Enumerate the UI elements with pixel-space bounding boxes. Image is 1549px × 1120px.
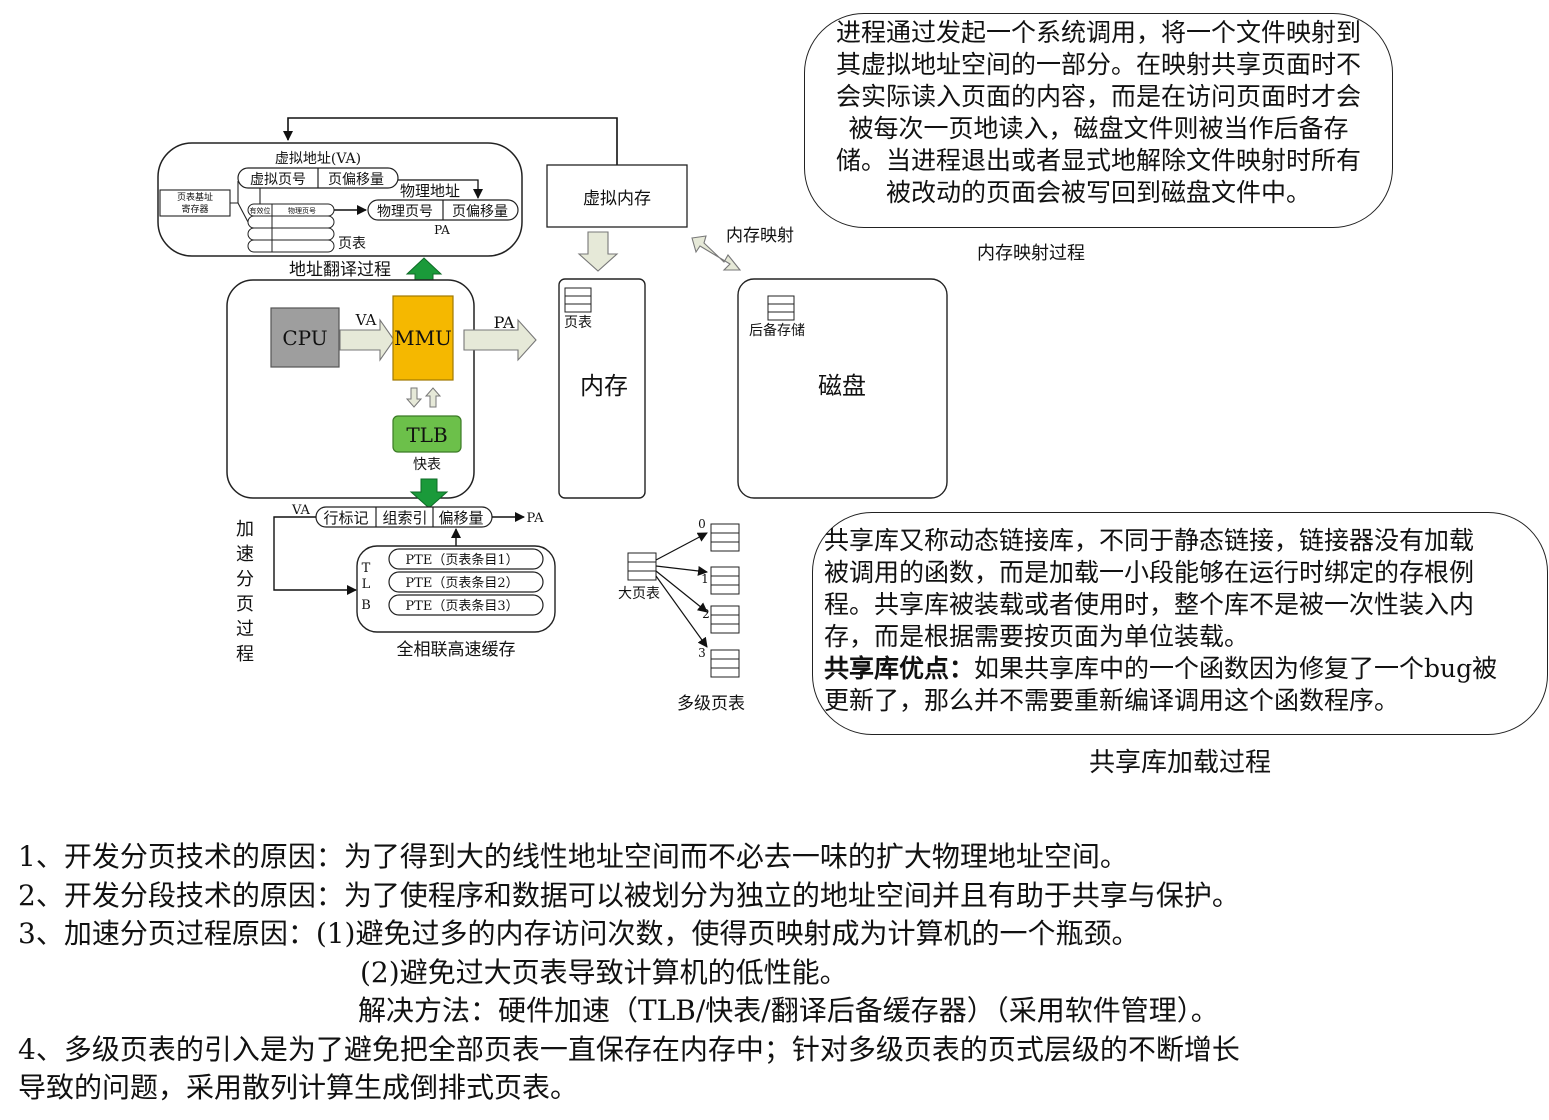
speedup-side-6: 程 [236,644,254,665]
mmap-line-6: 被改动的页面会被写回到磁盘文件中。 [885,178,1311,207]
big-page-table-label: 大页表 [618,586,660,602]
speedup-side-5: 过 [236,619,254,640]
note-3-sub-2: (2)避免过大页表导致计算机的低性能。 [360,955,848,989]
pa-tag: PA [434,223,450,237]
vpn-offset-field: 页偏移量 [328,172,384,188]
mmu-label: MMU [394,326,452,350]
shared-lib-line-4: 存，而是根据需要按页面为单位装载。 [824,622,1250,651]
note-1: 1、开发分页技术的原因：为了得到大的线性地址空间而不必去一味的扩大物理地址空间。 [18,840,1128,873]
speedup-pa: PA [527,511,545,526]
shared-lib-line-1: 共享库又称动态链接库，不同于静态链接，链接器没有加载 [824,526,1475,555]
index-field: 组索引 [382,509,427,527]
shared-lib-note-text: 共享库又称动态链接库，不同于静态链接，链接器没有加载 被调用的函数，而是加载一小… [824,525,1539,717]
mmap-line-5: 储。当进程退出或者显式地解除文件映射时所有 [835,146,1361,175]
va-label-core: VA [355,311,377,329]
mmap-line-4: 被每次一页地读入，磁盘文件则被当作后备存 [848,114,1349,143]
note-4-cont: 导致的问题，采用散列计算生成倒排式页表。 [18,1071,579,1104]
shared-lib-adv-line: 共享库优点：如果共享库中的一个函数因为修复了一个bug被 [824,653,1539,685]
offset-field: 偏移量 [438,509,483,527]
disk-label: 磁盘 [818,372,866,400]
address-translation-title: 地址翻译过程 [289,260,391,280]
pte-entry-3: PTE（页表条目3） [405,598,518,614]
page-table-label: 页表 [338,236,366,252]
speedup-side-4: 页 [236,594,254,615]
tlb-letter-t: T [362,561,371,576]
speedup-side-1: 加 [236,519,254,540]
tlb-speedup: VA 行标记 组索引 偏移量 PA T L B PTE（页表条目1） PTE（页… [236,503,556,665]
multilevel-page-table: 大页表 0 1 2 3 多级页表 [618,517,745,714]
note-3-solution: 解决方法：硬件加速（TLB/快表/翻译后备缓存器）（采用软件管理）。 [358,994,1219,1027]
level2-index-2: 2 [702,607,710,621]
pte-entry-2: PTE（页表条目2） [405,575,518,591]
shared-lib-line-3: 程。共享库被装载或者使用时，整个库不是被一次性装入内 [824,590,1475,619]
shared-lib-adv-line-2: 更新了，那么并不需要重新编译调用这个函数程序。 [824,686,1400,715]
shared-lib-line-2: 被调用的函数，而是加载一小段能够在运行时绑定的存根例 [824,558,1475,587]
shared-lib-adv-text: 如果共享库中的一个函数因为修复了一个bug被 [974,654,1498,683]
note-4: 4、多级页表的引入是为了避免把全部页表一直保存在内存中；针对多级页表的页式层级的… [18,1032,1240,1066]
disk-box: 后备存储 磁盘 [737,278,948,499]
memory-box: 页表 内存 [558,278,646,499]
down-green-arrow [409,478,449,509]
mmap-line-3: 会实际读入页面的内容，而是在访问页面时才会 [835,82,1361,111]
pa-arrow [463,318,537,362]
mmu-box [392,295,454,381]
backing-store-label: 后备存储 [749,322,805,339]
memory-label: 内存 [580,372,628,400]
tlb-label: TLB [406,423,447,447]
feedback-arrow [283,117,618,165]
tlb-box [392,415,462,453]
shared-lib-note [812,512,1548,735]
cpu-box [270,307,340,368]
cpu-label: CPU [282,326,327,350]
mmap-note [804,13,1393,228]
pa-offset-field: 页偏移量 [452,204,508,220]
ptbr-label-2: 寄存器 [181,203,208,215]
ppn-col: 物理页号 [288,206,316,215]
virtual-memory-label: 虚拟内存 [583,189,651,209]
tlb-caption: 快表 [413,457,441,473]
memory-diagram: 虚拟地址(VA) 虚拟页号 页偏移量 页表基址 寄存器 有效位 物理页号 页表 … [157,117,1271,778]
valid-col: 有效位 [250,206,271,215]
address-translation-panel: 虚拟地址(VA) 虚拟页号 页偏移量 页表基址 寄存器 有效位 物理页号 页表 … [157,142,523,257]
ppn-field: 物理页号 [377,204,433,220]
level2-index-0: 0 [698,517,706,531]
memory-page-table: 页表 [564,315,592,331]
pte-entry-1: PTE（页表条目1） [405,552,518,568]
mmap-note-text: 进程通过发起一个系统调用，将一个文件映射到 其虚拟地址空间的一部分。在映射共享页… [804,17,1393,209]
ptbr-label-1: 页表基址 [177,191,213,203]
level2-index-1: 1 [701,572,709,586]
tag-field: 行标记 [323,509,368,527]
mmap-arrow-label: 内存映射 [726,226,794,246]
speedup-side-3: 分 [236,569,254,590]
mmap-line-1: 进程通过发起一个系统调用，将一个文件映射到 [835,18,1361,47]
mmap-arrow [691,235,742,271]
virtual-memory-box [546,164,688,228]
note-2: 2、开发分段技术的原因：为了使程序和数据可以被划分为独立的地址空间并且有助于共享… [18,878,1240,912]
core-block: CPU VA MMU TLB 快表 [226,279,475,499]
speedup-va: VA [291,503,311,518]
vm-down-arrow [577,231,619,272]
shared-lib-caption: 共享库加载过程 [1089,748,1271,778]
tlb-letter-b: B [361,598,371,613]
notes-list: 1、开发分页技术的原因：为了得到大的线性地址空间而不必去一味的扩大物理地址空间。… [18,838,1240,1108]
mmap-line-2: 其虚拟地址空间的一部分。在映射共享页面时不 [835,50,1361,79]
fully-associative-caption: 全相联高速缓存 [397,640,516,660]
pa-label-core: PA [494,313,515,332]
shared-lib-adv-label: 共享库优点： [824,654,975,683]
note-3: 3、加速分页过程原因：(1)避免过多的内存访问次数，使得页映射成为计算机的一个瓶… [18,917,1140,950]
va-label: 虚拟地址(VA) [275,151,361,167]
mmap-caption: 内存映射过程 [977,243,1085,264]
speedup-side-2: 速 [236,544,254,565]
va-arrow [339,318,395,362]
level2-index-3: 3 [698,646,706,660]
pa-title: 物理地址 [400,182,460,200]
vpn-field: 虚拟页号 [250,172,306,188]
multilevel-caption: 多级页表 [677,694,745,714]
tlb-letter-l: L [362,577,371,592]
